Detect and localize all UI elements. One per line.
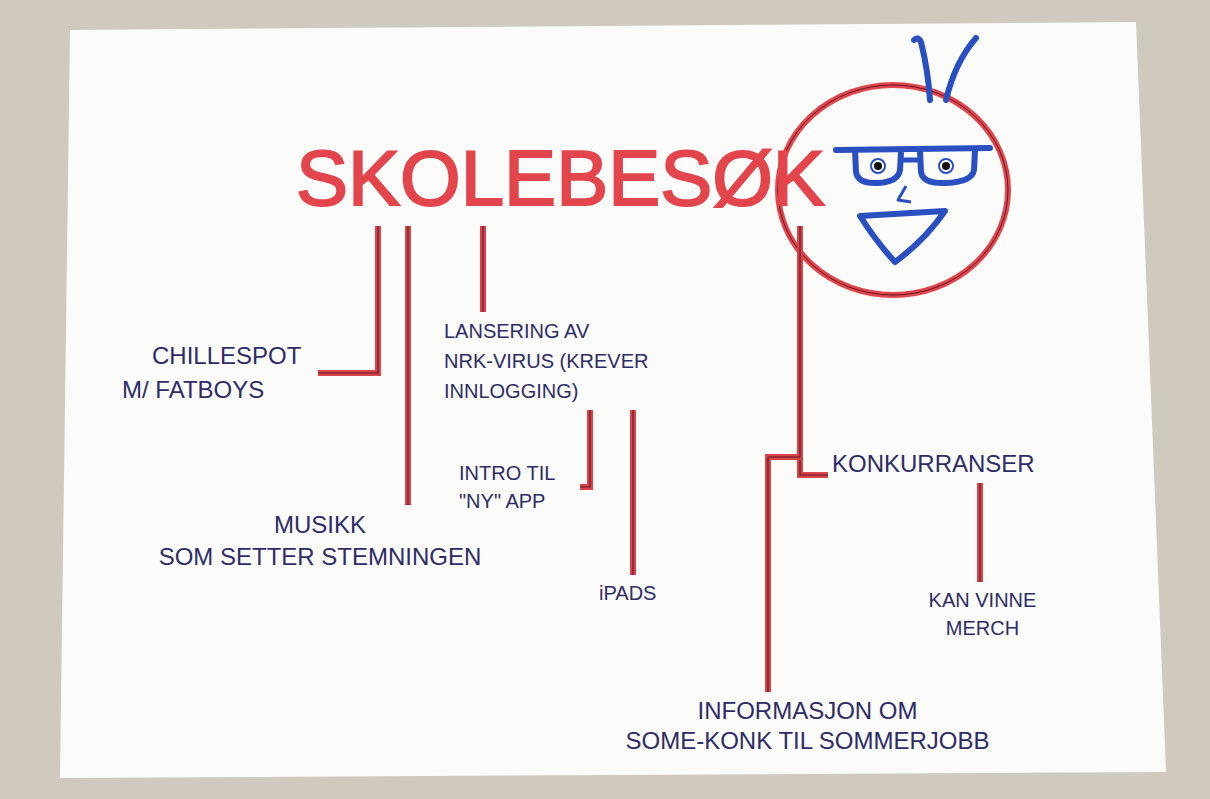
marker-core-line (768, 226, 800, 692)
line-spacer (381, 509, 496, 541)
item-text: CHILLESPOT M/ FATBOYS (122, 342, 301, 403)
connector-line (633, 410, 634, 575)
marker-stroke (318, 226, 378, 373)
item-text: KONKURRANSER (832, 450, 1035, 477)
hair-tuft (914, 38, 930, 100)
item-text: MUSIKK SOM SETTER STEMNINGEN (159, 511, 482, 570)
marker-core-line (800, 226, 828, 475)
connector-line (768, 226, 800, 692)
mouth (860, 211, 945, 262)
item-text: KAN VINNE MERCH (929, 589, 1037, 639)
eye (871, 159, 885, 173)
item-text: iPADS (599, 582, 656, 604)
glasses-bridge (901, 158, 920, 163)
mindmap-item: KAN VINNE MERCH (915, 582, 1050, 646)
glasses-lens (920, 150, 975, 183)
mindmap-item: iPADS (595, 575, 661, 611)
marker-core-line (979, 483, 980, 582)
hair-tuft (946, 38, 976, 100)
line-spacer (144, 509, 259, 541)
connector-line (483, 226, 484, 312)
marker-core-line (318, 226, 378, 373)
marker-stroke (480, 226, 486, 312)
marker-stroke (405, 226, 411, 505)
eye (939, 159, 953, 173)
marker-core-line (482, 226, 483, 312)
marker-core-line (580, 410, 590, 487)
pupil (874, 162, 882, 170)
mindmap-item: MUSIKK SOM SETTER STEMNINGEN (140, 505, 500, 577)
mindmap-item: KONKURRANSER (828, 445, 1039, 483)
glasses-bar (836, 148, 990, 150)
marker-stroke (800, 226, 828, 475)
mindmap-item: INTRO TIL "NY" APP (455, 455, 580, 519)
nose (898, 186, 911, 202)
connector-line (408, 226, 409, 505)
line-spacer (122, 339, 152, 373)
marker-core-line (407, 226, 408, 505)
item-text: INTRO TIL "NY" APP (459, 462, 555, 512)
line-spacer (609, 696, 679, 726)
mindmap-item: LANSERING AV NRK-VIRUS (KREVER INNLOGGIN… (440, 312, 690, 410)
marker-core-line (632, 410, 633, 575)
item-text: INFORMASJON OM SOME-KONK TIL SOMMERJOBB (625, 697, 989, 754)
mindmap-title: SKOLEBESØK (292, 135, 829, 226)
glasses-lens (855, 150, 901, 183)
item-text: SKOLEBESØK (296, 134, 825, 222)
line-spacer (611, 316, 686, 346)
marker-stroke (630, 410, 636, 575)
marker-stroke (977, 483, 983, 582)
pupil (942, 162, 950, 170)
mindmap-item: INFORMASJON OM SOME-KONK TIL SOMMERJOBB (605, 692, 1010, 760)
connector-line (318, 226, 378, 373)
marker-stroke (768, 226, 800, 692)
connector-line (980, 483, 981, 582)
line-spacer (936, 696, 1006, 726)
marker-stroke (580, 410, 590, 487)
paper-sheet (60, 22, 1166, 778)
item-text: LANSERING AV NRK-VIRUS (KREVER INNLOGGIN… (444, 320, 648, 402)
mindmap-item: CHILLESPOT M/ FATBOYS (118, 335, 318, 411)
connector-line (580, 410, 590, 487)
connector-line (800, 226, 828, 475)
